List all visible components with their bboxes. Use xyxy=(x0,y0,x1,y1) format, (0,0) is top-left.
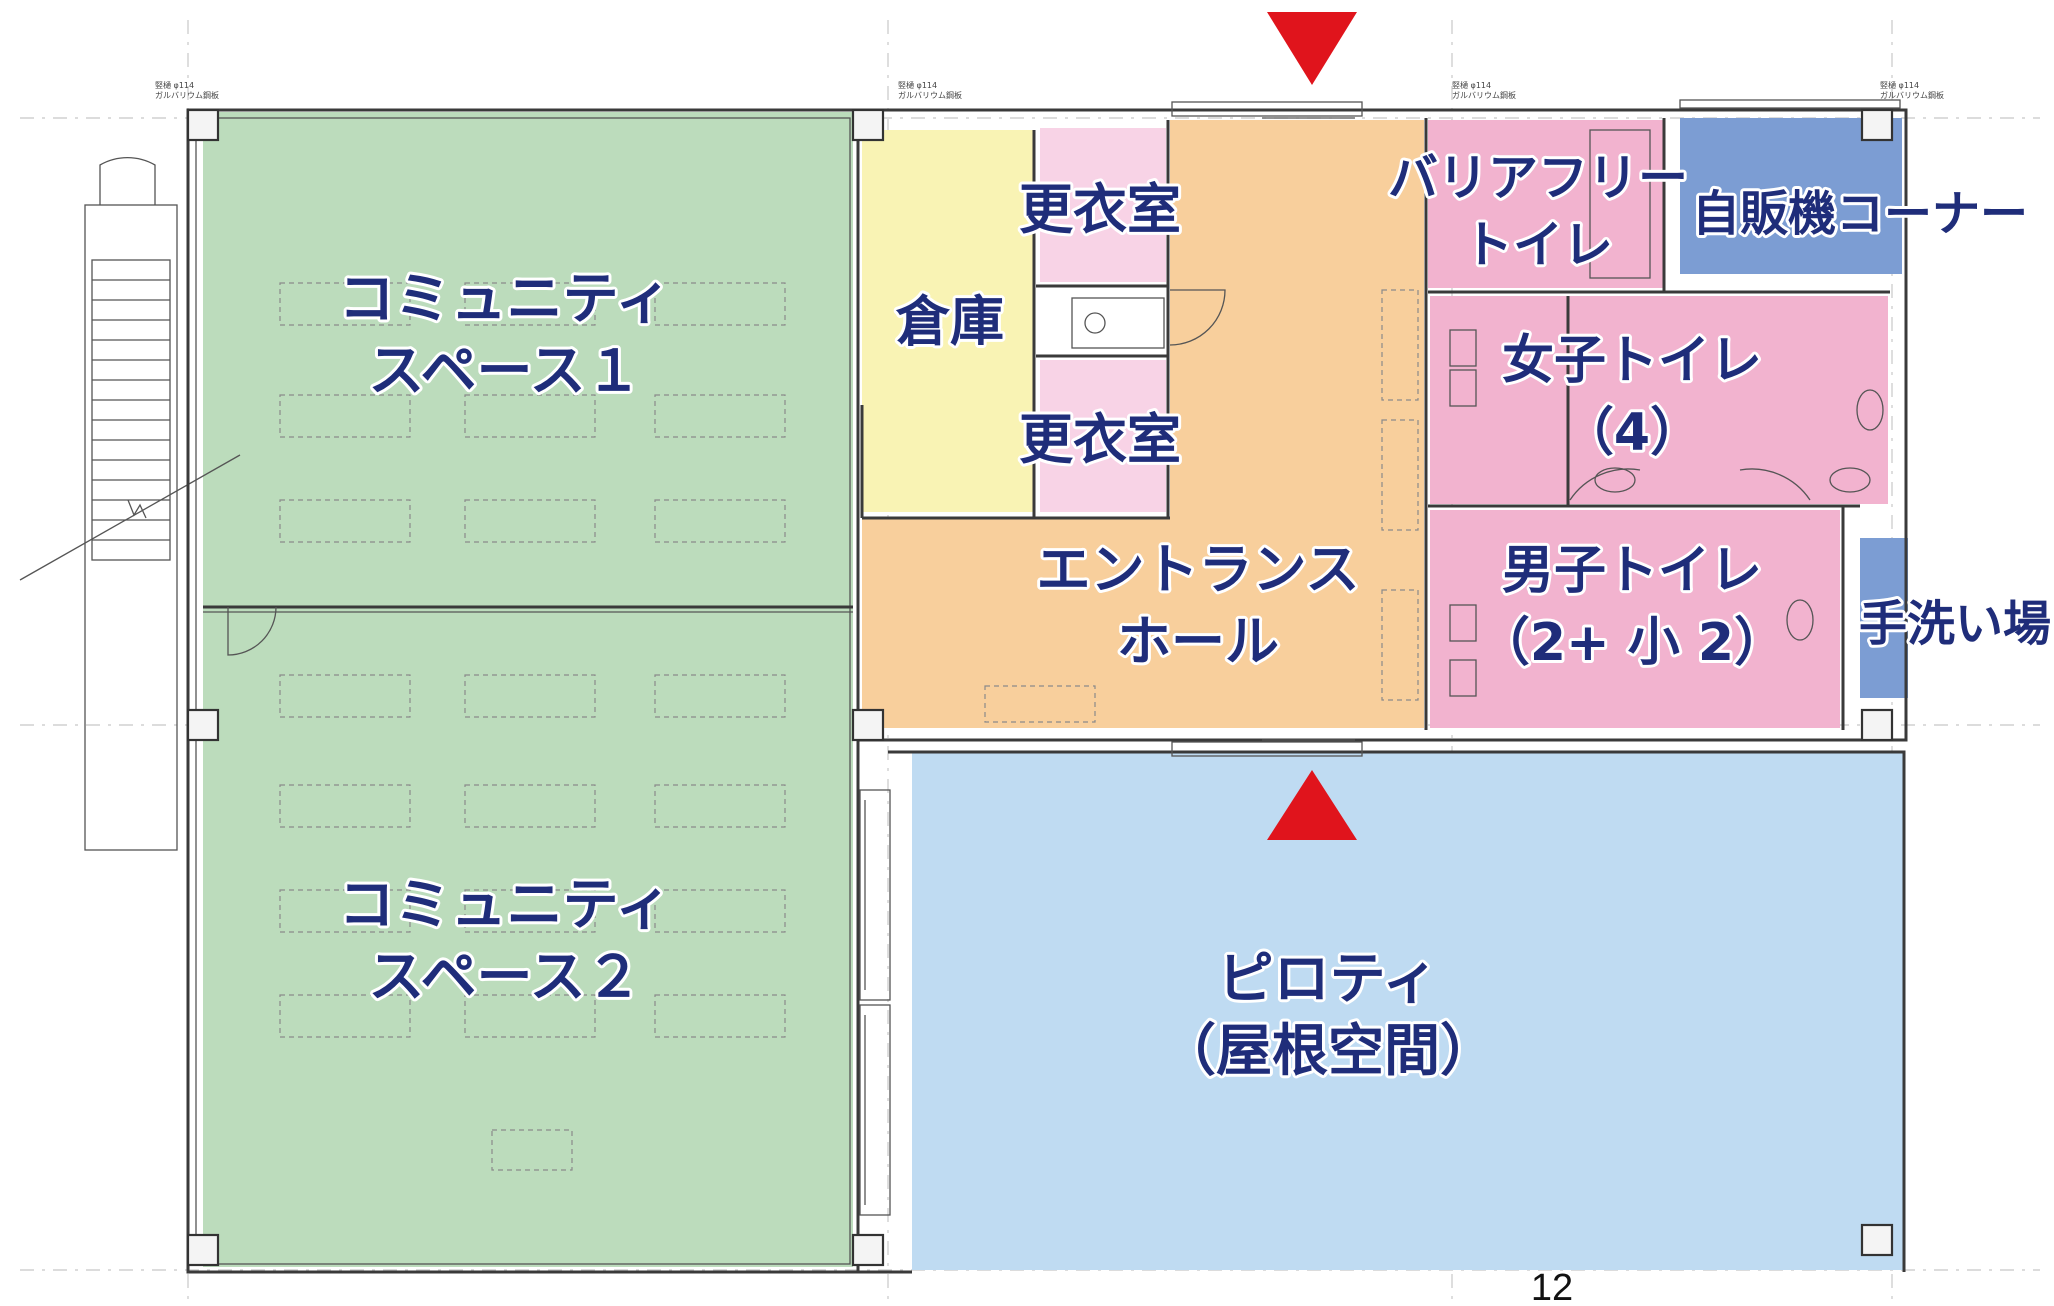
storage-area xyxy=(862,130,1034,512)
mens-toilet-label-line1: 男子トイレ xyxy=(1502,541,1762,601)
vending-corner-area xyxy=(1680,118,1902,274)
changing-room-bottom-label: 更衣室 xyxy=(1019,408,1181,471)
entrance-hall-area xyxy=(862,120,1424,728)
drainpipe-note-3-line2: ガルバリウム鋼板 xyxy=(1452,90,1516,100)
drainpipe-note-1-line2: ガルバリウム鋼板 xyxy=(155,90,219,100)
drainpipe-note-2-line1: 竪樋 φ114 xyxy=(898,80,937,90)
community-space-2-label-line1: コミュニティ xyxy=(339,873,672,938)
vending-corner-label: 自販機コーナー xyxy=(1692,186,2028,242)
drainpipe-notes: 竪樋 φ114 ガルバリウム鋼板 竪樋 φ114 ガルバリウム鋼板 竪樋 φ11… xyxy=(155,80,1944,100)
drainpipe-note-3-line1: 竪樋 φ114 xyxy=(1452,80,1491,90)
entrance-hall-label-line2: ホール xyxy=(1117,610,1279,673)
community-space-2-label-line2: スペース２ xyxy=(368,945,641,1010)
entrance-arrow-bottom xyxy=(1267,770,1357,840)
changing-room-top-label: 更衣室 xyxy=(1019,178,1181,241)
page-number: 12 xyxy=(1531,1267,1573,1306)
barrier-free-toilet-label-line1: バリアフリー xyxy=(1388,149,1688,207)
womens-toilet-label-line1: 女子トイレ xyxy=(1502,331,1762,391)
mens-toilet-area xyxy=(1430,510,1840,728)
piloti-label-line1: ピロティ xyxy=(1218,947,1439,1012)
drainpipe-note-2-line2: ガルバリウム鋼板 xyxy=(898,90,962,100)
changing-room-top-area xyxy=(1040,128,1166,282)
mens-toilet-label-line2: （2+ 小 2） xyxy=(1478,613,1786,673)
barrier-free-toilet-label-line2: トイレ xyxy=(1463,216,1613,274)
entrance-hall-label-line1: エントランス xyxy=(1037,538,1360,601)
community-space-1-area xyxy=(203,112,853,607)
piloti-label-line2: （屋根空間） xyxy=(1160,1019,1496,1084)
drainpipe-note-4-line2: ガルバリウム鋼板 xyxy=(1880,90,1944,100)
piloti-area xyxy=(912,752,1904,1270)
community-space-1-label-line1: コミュニティ xyxy=(339,267,672,332)
womens-toilet-label-line2: （4） xyxy=(1562,403,1702,463)
handwash-label: 手洗い場 xyxy=(1859,596,2051,652)
womens-toilet-area xyxy=(1430,296,1888,504)
handwash-area xyxy=(1860,538,1908,698)
walls xyxy=(186,99,1908,1274)
drainpipe-note-4-line1: 竪樋 φ114 xyxy=(1880,80,1919,90)
columns xyxy=(186,108,1894,1267)
community-table-outlines xyxy=(279,282,1419,1171)
barrier-free-toilet-area xyxy=(1428,120,1663,288)
changing-room-bottom-area xyxy=(1040,360,1166,512)
drainpipe-note-1-line1: 竪樋 φ114 xyxy=(155,80,194,90)
entrance-arrow-top xyxy=(1267,12,1357,85)
exterior-staircase xyxy=(19,156,241,851)
storage-label: 倉庫 xyxy=(895,290,1004,353)
community-space-1-label-line2: スペース１ xyxy=(368,339,641,404)
